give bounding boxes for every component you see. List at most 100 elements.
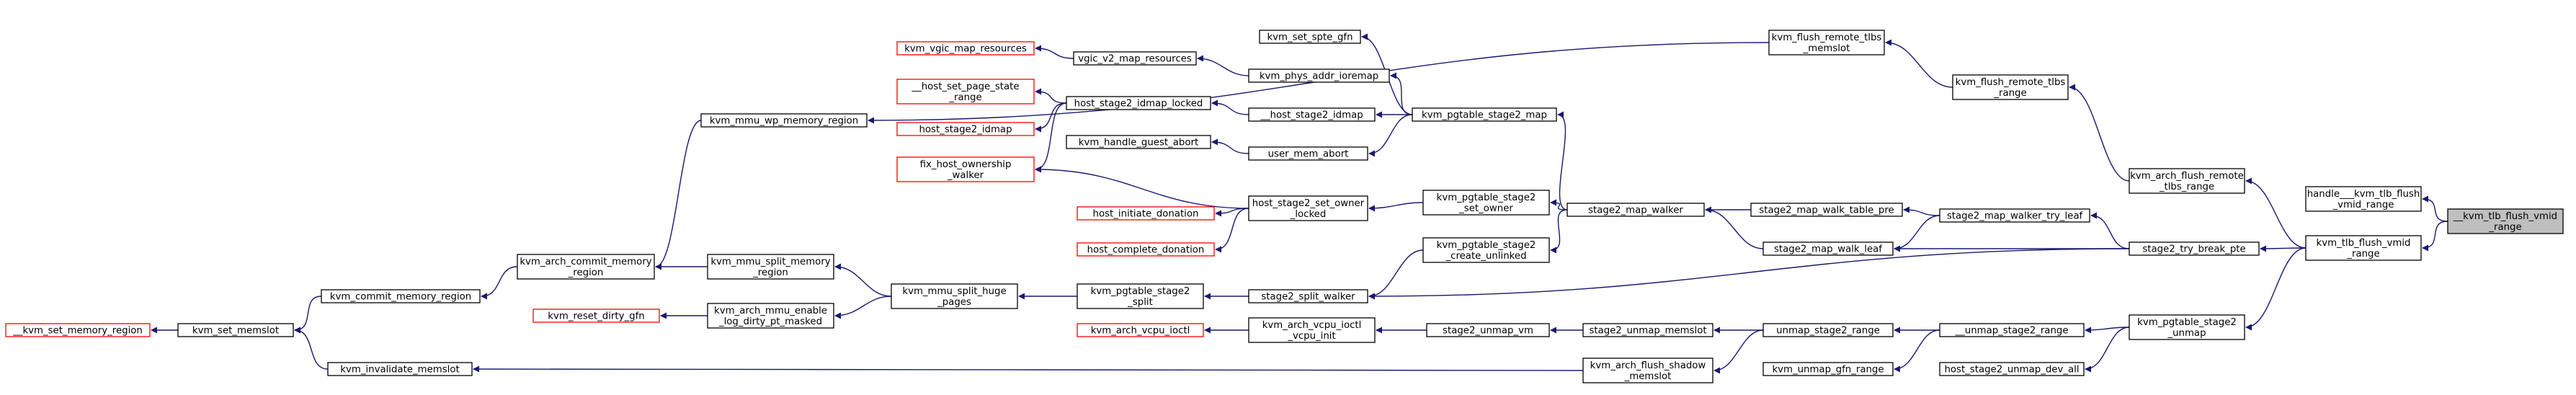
stage2-unmap-vm-node[interactable]: stage2_unmap_vm	[1426, 323, 1550, 337]
node-box	[1248, 68, 1390, 83]
node-label: handle___kvm_tlb_flush	[2307, 189, 2420, 200]
host-initiate-donation-node[interactable]: host_initiate_donation	[1077, 206, 1215, 221]
stage2-map-walk-leaf-node[interactable]: stage2_map_walk_leaf	[1762, 241, 1894, 256]
kvm-set-memory-region-internal-node[interactable]: __kvm_set_memory_region	[5, 323, 151, 337]
kvm-pgtable-stage2-create-unlinked-node[interactable]: kvm_pgtable_stage2_create_unlinked	[1422, 237, 1550, 263]
node-label: kvm_mmu_split_huge	[902, 286, 1006, 297]
node-box	[1066, 135, 1211, 149]
host-stage2-set-owner-locked-node[interactable]: host_stage2_set_owner_locked	[1248, 195, 1368, 221]
kvm-arch-flush-shadow-memslot-node[interactable]: kvm_arch_flush_shadow_memslot	[1582, 358, 1713, 383]
kvm-arch-mmu-enable-log-dirty-node[interactable]: kvm_arch_mmu_enable_log_dirty_pt_masked	[707, 303, 834, 329]
node-label: fix_host_ownership	[920, 159, 1012, 170]
node-label: host_stage2_idmap	[919, 125, 1012, 136]
node-box	[321, 289, 481, 303]
nodes: __kvm_tlb_flush_vmid_range handle___kvm_t…	[5, 30, 2564, 383]
node-box	[891, 283, 1018, 309]
stage2-map-walk-table-pre-node[interactable]: stage2_map_walk_table_pre	[1750, 203, 1903, 217]
vgic-v2-map-resources-node[interactable]: vgic_v2_map_resources	[1073, 51, 1197, 66]
kvm-pgtable-stage2-split-node[interactable]: kvm_pgtable_stage2_split	[1077, 283, 1204, 309]
kvm-flush-remote-tlbs-memslot-node[interactable]: kvm_flush_remote_tlbs_memslot	[1768, 30, 1885, 56]
host-stage2-idmap-node[interactable]: host_stage2_idmap	[896, 122, 1035, 136]
node-label: kvm_mmu_wp_memory_region	[710, 116, 858, 127]
kvm-mmu-wp-memory-region-node[interactable]: kvm_mmu_wp_memory_region	[700, 113, 868, 128]
call-edge	[1035, 88, 1067, 104]
node-label: stage2_unmap_vm	[1443, 326, 1533, 337]
node-label: kvm_reset_dirty_gfn	[548, 311, 644, 322]
call-edge	[1550, 209, 1568, 254]
call-edge	[2422, 221, 2448, 252]
kvm-pgtable-stage2-set-owner-node[interactable]: kvm_pgtable_stage2_set_owner	[1422, 190, 1550, 216]
kvm-pgtable-stage2-unmap-node[interactable]: kvm_pgtable_stage2_unmap	[2129, 314, 2245, 340]
stage2-map-walker-try-leaf-node[interactable]: stage2_map_walker_try_leaf	[1939, 208, 2090, 223]
call-edge	[834, 296, 892, 319]
stage2-unmap-memslot-node[interactable]: stage2_unmap_memslot	[1582, 323, 1713, 337]
node-label: kvm_arch_vcpu_ioctl	[1091, 326, 1190, 337]
node-box	[1582, 358, 1713, 383]
node-label: __host_stage2_idmap	[1260, 110, 1363, 121]
fix-host-ownership-walker-node[interactable]: fix_host_ownership_walker	[896, 156, 1035, 182]
call-edge	[1368, 248, 2130, 300]
unmap-stage2-range-node[interactable]: unmap_stage2_range	[1762, 323, 1894, 337]
node-label: kvm_vgic_map_resources	[904, 44, 1027, 55]
node-label: _split	[1127, 297, 1153, 308]
node-box	[2129, 241, 2260, 256]
kvm-reset-dirty-gfn-node[interactable]: kvm_reset_dirty_gfn	[532, 309, 660, 323]
unmap-stage2-range-internal-node[interactable]: __unmap_stage2_range	[1939, 323, 2085, 337]
host-stage2-unmap-dev-all-node[interactable]: host_stage2_unmap_dev_all	[1939, 362, 2085, 376]
kvm-mmu-split-huge-pages-node[interactable]: kvm_mmu_split_huge_pages	[891, 283, 1018, 309]
kvm-handle-guest-abort-node[interactable]: kvm_handle_guest_abort	[1066, 135, 1211, 149]
node-box	[896, 122, 1035, 136]
call-edge	[1368, 114, 1413, 157]
kvm-phys-addr-ioremap-node[interactable]: kvm_phys_addr_ioremap	[1248, 68, 1390, 83]
node-label: kvm_arch_mmu_enable	[714, 306, 827, 316]
call-edge	[1215, 208, 1249, 253]
node-label: vgic_v2_map_resources	[1078, 54, 1192, 65]
kvm-set-memslot-node[interactable]: kvm_set_memslot	[177, 323, 294, 337]
node-label: unmap_stage2_range	[1776, 326, 1880, 337]
node-box	[896, 41, 1035, 56]
node-box	[1422, 237, 1550, 263]
kvm-flush-remote-tlbs-range-node[interactable]: kvm_flush_remote_tlbs_range	[1952, 74, 2069, 100]
call-edge	[1215, 208, 1249, 217]
kvm-arch-vcpu-ioctl-vcpu-init-node[interactable]: kvm_arch_vcpu_ioctl_vcpu_init	[1248, 317, 1376, 343]
node-label: host_initiate_donation	[1093, 209, 1199, 220]
host-stage2-idmap-locked-node[interactable]: host_stage2_idmap_locked	[1066, 96, 1211, 110]
kvm-vgic-map-resources-node[interactable]: kvm_vgic_map_resources	[896, 41, 1035, 56]
user-mem-abort-node[interactable]: user_mem_abort	[1248, 146, 1368, 161]
stage2-split-walker-node[interactable]: stage2_split_walker	[1248, 289, 1368, 303]
call-edge	[2090, 212, 2130, 249]
node-label: kvm_handle_guest_abort	[1079, 138, 1198, 148]
node-box	[1768, 30, 1885, 56]
kvm-tlb-flush-vmid-range-internal-node[interactable]: __kvm_tlb_flush_vmid_range	[2447, 208, 2564, 234]
kvm-arch-commit-memory-region-node[interactable]: kvm_arch_commit_memory_region	[517, 254, 655, 280]
host-complete-donation-node[interactable]: host_complete_donation	[1077, 242, 1215, 257]
node-label: _region	[568, 267, 604, 278]
node-label: kvm_phys_addr_ioremap	[1260, 71, 1378, 82]
call-edge	[2245, 247, 2307, 331]
node-label: __kvm_set_memory_region	[12, 326, 143, 337]
node-label: _region	[752, 267, 788, 278]
node-box	[1259, 30, 1361, 44]
kvm-arch-vcpu-ioctl-node[interactable]: kvm_arch_vcpu_ioctl	[1077, 323, 1204, 337]
host-set-page-state-range-node[interactable]: __host_set_page_state_range	[896, 79, 1035, 105]
node-label: stage2_split_walker	[1261, 292, 1355, 303]
node-box	[1939, 362, 2085, 376]
node-box	[2447, 208, 2564, 234]
node-box	[1077, 283, 1204, 309]
kvm-unmap-gfn-range-node[interactable]: kvm_unmap_gfn_range	[1762, 362, 1894, 376]
kvm-commit-memory-region-node[interactable]: kvm_commit_memory_region	[321, 289, 481, 303]
kvm-mmu-split-memory-region-node[interactable]: kvm_mmu_split_memory_region	[707, 254, 834, 280]
kvm-tlb-flush-vmid-range-node[interactable]: kvm_tlb_flush_vmid_range	[2305, 235, 2422, 261]
stage2-map-walker-node[interactable]: stage2_map_walker	[1566, 203, 1705, 217]
node-label: _walker	[947, 170, 984, 181]
node-box	[1248, 317, 1376, 343]
kvm-pgtable-stage2-map-node[interactable]: kvm_pgtable_stage2_map	[1412, 107, 1557, 122]
kvm-set-spte-gfn-node[interactable]: kvm_set_spte_gfn	[1259, 30, 1361, 44]
node-box	[2305, 186, 2422, 212]
node-box	[1066, 96, 1211, 110]
host-stage2-idmap-internal-node[interactable]: __host_stage2_idmap	[1248, 107, 1376, 122]
kvm-invalidate-memslot-node[interactable]: kvm_invalidate_memslot	[327, 362, 473, 376]
kvm-arch-flush-remote-tlbs-range-node[interactable]: kvm_arch_flush_remote_tlbs_range	[2129, 168, 2245, 194]
handle-kvm-tlb-flush-vmid-range-node[interactable]: handle___kvm_tlb_flush_vmid_range	[2305, 186, 2422, 212]
stage2-try-break-pte-node[interactable]: stage2_try_break_pte	[2129, 241, 2260, 256]
